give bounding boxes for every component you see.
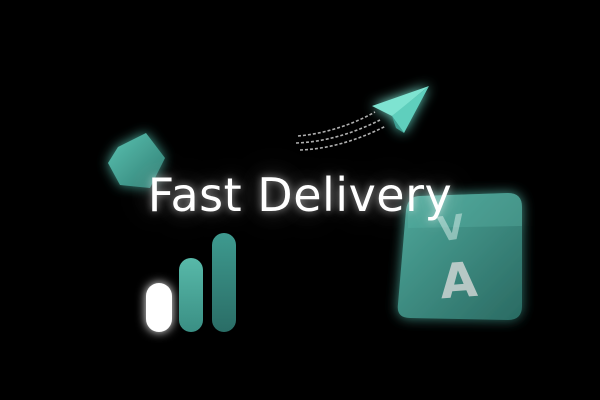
signal-bars-icon — [146, 233, 236, 332]
key-letter-v: V — [435, 207, 467, 250]
key-tile-icon: V A — [397, 193, 522, 320]
pentagon-icon — [108, 133, 165, 188]
paper-plane-icon — [295, 86, 429, 151]
key-letter-a: A — [438, 252, 479, 310]
headline-text: Fast Delivery — [147, 168, 453, 222]
